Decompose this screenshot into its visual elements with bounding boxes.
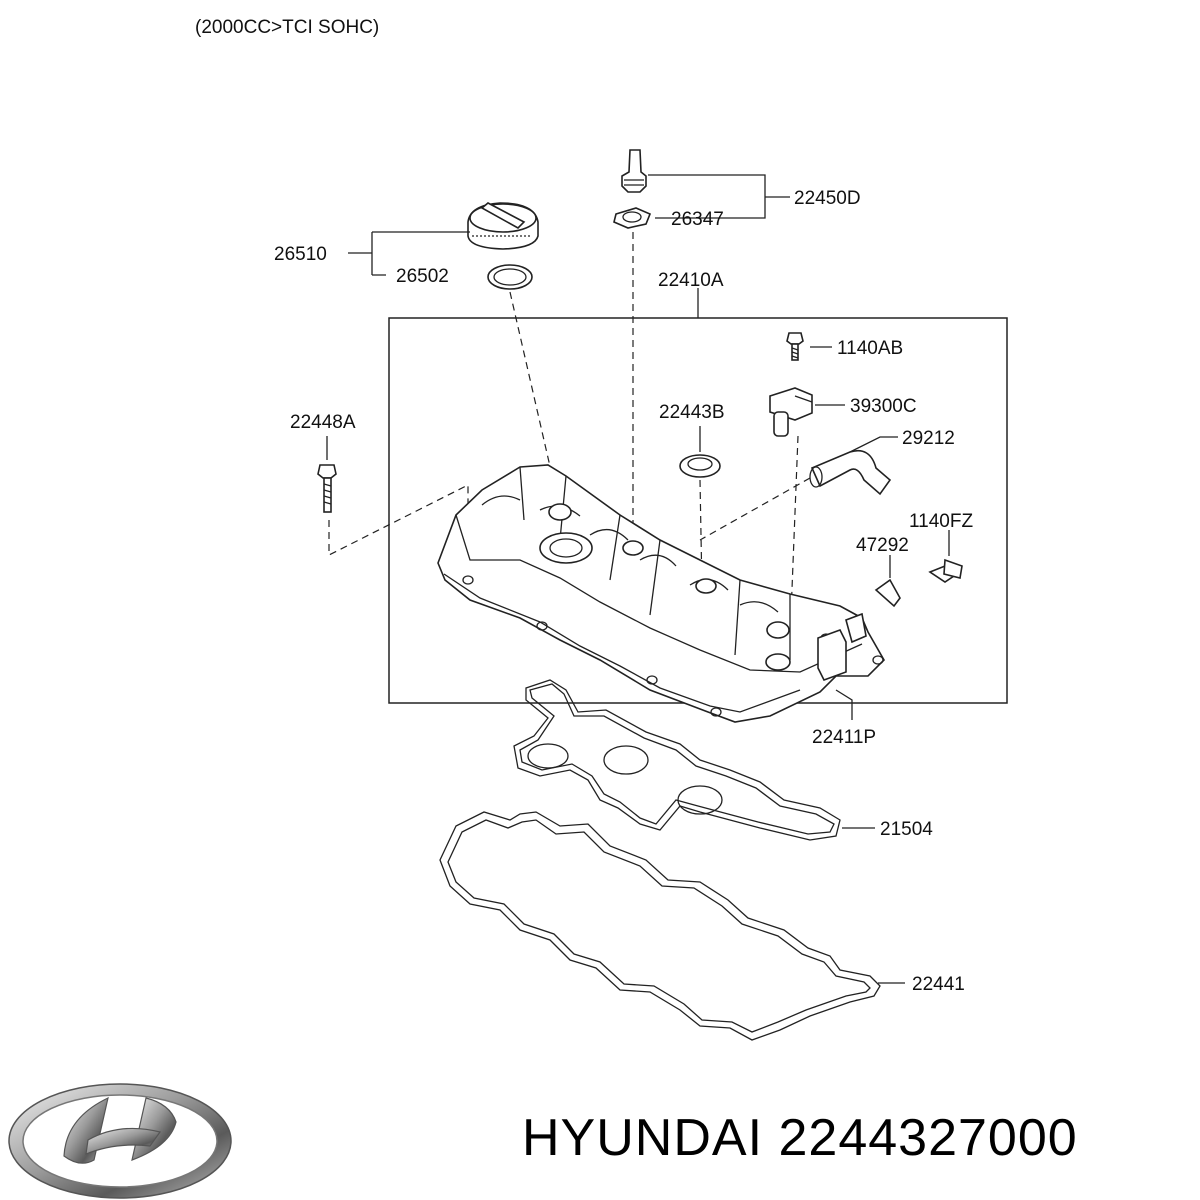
label-1140FZ: 1140FZ xyxy=(909,511,973,532)
label-47292: 47292 xyxy=(856,535,909,556)
leader-26510 xyxy=(348,231,470,276)
part-valve-cover xyxy=(437,464,885,723)
label-22441: 22441 xyxy=(912,974,965,995)
hyundai-logo xyxy=(8,1083,232,1199)
part-seal-22443B xyxy=(679,454,721,478)
brand-part-number: HYUNDAI 2244327000 xyxy=(522,1109,1078,1167)
part-hose-29212 xyxy=(809,449,892,496)
label-22443B: 22443B xyxy=(659,402,725,423)
label-22411P: 22411P xyxy=(812,727,876,748)
label-26347: 26347 xyxy=(671,209,724,230)
part-oil-filler-cap xyxy=(467,202,539,250)
part-oil-sensor xyxy=(621,149,647,193)
label-22448A: 22448A xyxy=(290,412,356,433)
part-bolt-22448A xyxy=(317,464,337,513)
dashed-guide-22448A xyxy=(328,484,469,580)
part-gasket-22441 xyxy=(439,811,881,1041)
label-39300C: 39300C xyxy=(850,396,917,417)
part-oring-26502 xyxy=(487,264,533,290)
dashed-guide-22443B xyxy=(699,479,703,591)
part-bolt-1140FZ xyxy=(928,558,963,583)
label-26510: 26510 xyxy=(274,244,327,265)
label-29212: 29212 xyxy=(902,428,955,449)
part-seal-26347 xyxy=(613,207,652,229)
part-gasket-21504 xyxy=(513,679,841,841)
label-21504: 21504 xyxy=(880,819,933,840)
part-bracket-47292 xyxy=(874,578,901,608)
dashed-guide-hose xyxy=(699,477,811,541)
label-22450D: 22450D xyxy=(794,188,861,209)
diagram-caption: (2000CC>TCI SOHC) xyxy=(195,17,379,38)
leader-29212 xyxy=(849,436,898,453)
part-bolt-1140AB xyxy=(786,332,804,361)
leader-22450D xyxy=(648,174,790,219)
label-26502: 26502 xyxy=(396,266,449,287)
label-22410A: 22410A xyxy=(658,270,724,291)
leader-22411P xyxy=(835,689,853,720)
label-1140AB: 1140AB xyxy=(837,338,903,359)
part-sensor-39300C xyxy=(769,387,813,437)
